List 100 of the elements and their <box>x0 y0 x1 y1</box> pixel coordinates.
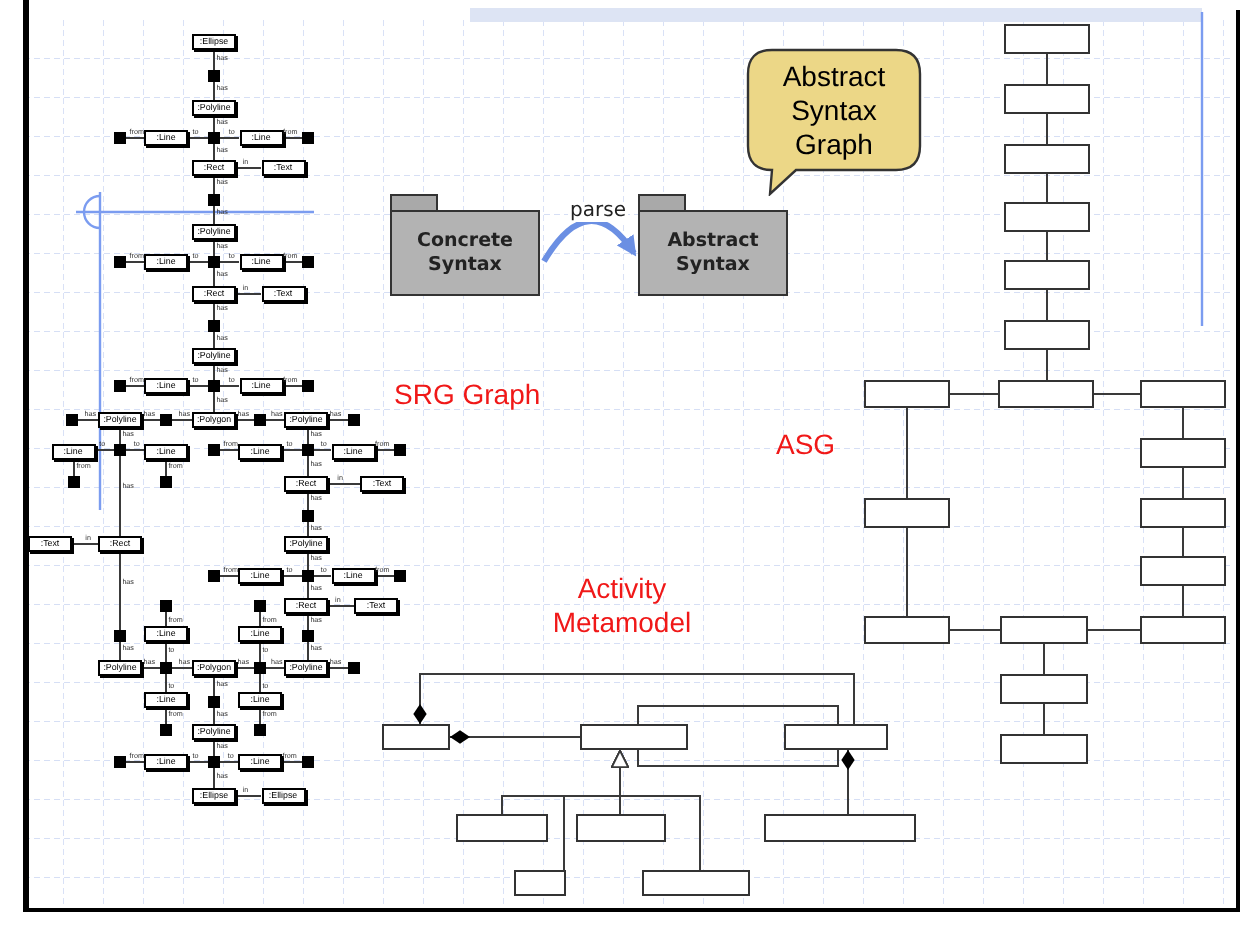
empty-box <box>1004 202 1090 232</box>
junction-square <box>302 756 314 768</box>
connector-line <box>265 419 285 421</box>
connector-line <box>213 707 215 725</box>
connector-line <box>187 137 209 139</box>
junction-square <box>208 320 220 332</box>
empty-box <box>1140 380 1226 408</box>
connector-line <box>1087 629 1141 631</box>
connector-line <box>77 419 99 421</box>
empty-box <box>1000 734 1088 764</box>
connector-line <box>313 449 332 451</box>
junction-square <box>114 256 126 268</box>
empty-box <box>580 724 688 750</box>
junction-square <box>114 132 126 144</box>
connector-line <box>906 407 908 499</box>
junction-square <box>114 756 126 768</box>
connector-line <box>213 675 215 697</box>
connector-line <box>219 385 240 387</box>
junction-square <box>254 414 266 426</box>
section-label: SRG Graph <box>394 378 543 412</box>
connector-line <box>219 449 239 451</box>
junction-square <box>348 414 360 426</box>
connector-line <box>327 483 361 485</box>
connector-line <box>219 575 239 577</box>
connector-line <box>259 673 261 693</box>
empty-box <box>864 380 950 408</box>
empty-box <box>1004 320 1090 350</box>
connector-line <box>235 167 262 169</box>
connector-line <box>1046 349 1048 381</box>
junction-square <box>208 570 220 582</box>
junction-square <box>348 662 360 674</box>
empty-box <box>998 380 1094 408</box>
junction-square <box>302 380 314 392</box>
junction-square <box>114 380 126 392</box>
empty-box <box>382 724 450 750</box>
junction-square <box>208 70 220 82</box>
connector-line <box>165 673 167 693</box>
connector-line <box>219 137 240 139</box>
connector-line <box>1093 393 1141 395</box>
connector-line <box>171 667 193 669</box>
junction-square <box>66 414 78 426</box>
connector-line <box>307 581 309 599</box>
connector-line <box>259 611 261 627</box>
junction-square <box>254 600 266 612</box>
empty-box <box>1004 260 1090 290</box>
empty-box <box>1140 616 1226 644</box>
junction-square <box>208 194 220 206</box>
connector-line <box>1182 467 1184 499</box>
connector-line <box>1182 407 1184 439</box>
junction-square <box>254 724 266 736</box>
junction-square <box>114 444 126 456</box>
junction-square <box>302 444 314 456</box>
connector-line <box>219 261 240 263</box>
connector-line <box>187 261 209 263</box>
empty-box <box>576 814 666 842</box>
junction-square <box>394 444 406 456</box>
junction-square <box>208 256 220 268</box>
connector-line <box>165 641 167 663</box>
junction-square <box>208 132 220 144</box>
connector-line <box>187 761 209 763</box>
connector-line <box>1046 173 1048 203</box>
empty-box <box>864 616 950 644</box>
connector-line <box>307 455 309 477</box>
empty-box <box>1004 24 1090 54</box>
connector-line <box>1043 643 1045 675</box>
connector-line <box>281 449 303 451</box>
junction-square <box>114 630 126 642</box>
connector-line <box>213 767 215 789</box>
speech-bubble: Abstract Syntax Graph <box>744 48 924 196</box>
junction-square <box>208 380 220 392</box>
connector-line <box>235 293 262 295</box>
junction-square <box>302 630 314 642</box>
connector-line <box>1046 289 1048 321</box>
junction-square <box>302 510 314 522</box>
connector-line <box>265 667 285 669</box>
connector-line <box>282 385 303 387</box>
connector-line <box>949 629 1001 631</box>
connector-line <box>213 267 215 287</box>
connector-line <box>125 137 145 139</box>
connector-line <box>327 419 349 421</box>
empty-box <box>1140 498 1226 528</box>
junction-square <box>160 476 172 488</box>
connector-line <box>213 391 215 413</box>
connector-line <box>327 667 349 669</box>
section-label: Activity Metamodel <box>550 572 694 640</box>
junction-square <box>160 414 172 426</box>
connector-line <box>119 641 121 661</box>
connector-line <box>281 575 303 577</box>
connector-line <box>165 611 167 627</box>
connector-line <box>187 385 209 387</box>
connector-line <box>281 761 303 763</box>
connector-line <box>125 261 145 263</box>
junction-square <box>394 570 406 582</box>
empty-box <box>514 870 566 896</box>
connector-line <box>1182 585 1184 617</box>
empty-box <box>1004 144 1090 174</box>
empty-box <box>1140 556 1226 586</box>
connector-line <box>125 449 145 451</box>
empty-box <box>764 814 916 842</box>
connector-line <box>374 575 395 577</box>
